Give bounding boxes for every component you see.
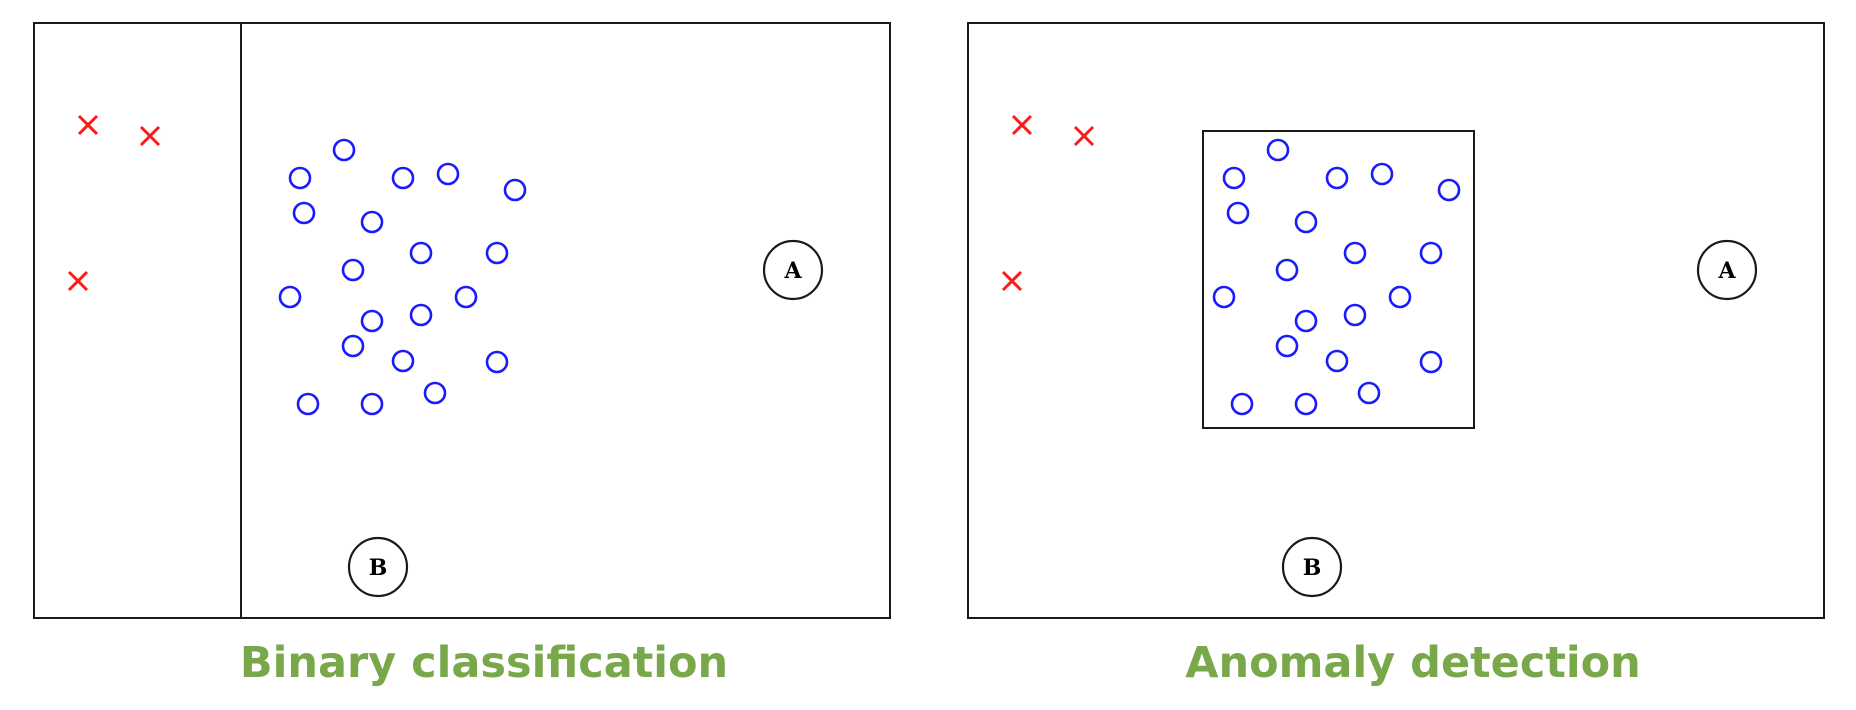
normal-point-circle — [409, 241, 433, 265]
query-point-b: B — [1281, 536, 1343, 598]
anomaly-cross-mark — [77, 114, 99, 136]
anomaly-cross-mark — [1073, 125, 1095, 147]
normal-point-circle — [341, 334, 365, 358]
normal-point-circle — [1437, 178, 1461, 202]
normal-point-circle — [1419, 350, 1443, 374]
normal-point-circle — [278, 285, 302, 309]
anomaly-detection-panel: AB — [967, 22, 1825, 619]
normal-point-circle — [423, 381, 447, 405]
normal-point-circle — [1266, 138, 1290, 162]
normal-point-circle — [292, 201, 316, 225]
normal-point-circle — [436, 162, 460, 186]
normal-point-circle — [296, 392, 320, 416]
anomaly-cross-mark — [1011, 114, 1033, 136]
normal-point-circle — [1370, 162, 1394, 186]
normal-point-circle — [1357, 381, 1381, 405]
normal-point-circle — [485, 241, 509, 265]
normal-point-circle — [1294, 392, 1318, 416]
normal-point-circle — [1325, 349, 1349, 373]
normal-point-circle — [341, 258, 365, 282]
normal-point-circle — [485, 350, 509, 374]
normal-point-circle — [454, 285, 478, 309]
query-point-a: A — [1696, 239, 1758, 301]
anomaly-cross-mark — [1001, 270, 1023, 292]
binary-classification-panel: AB — [33, 22, 891, 619]
normal-point-circle — [1230, 392, 1254, 416]
normal-point-circle — [391, 166, 415, 190]
normal-point-circle — [1294, 309, 1318, 333]
query-point-label: B — [369, 555, 388, 581]
anomaly-cross-mark — [67, 270, 89, 292]
panel-frame — [967, 22, 1825, 619]
normal-point-circle — [1275, 258, 1299, 282]
query-point-label: B — [1303, 555, 1322, 581]
normal-region-box — [1202, 130, 1475, 429]
normal-point-circle — [1419, 241, 1443, 265]
normal-point-circle — [409, 303, 433, 327]
normal-point-circle — [1388, 285, 1412, 309]
normal-point-circle — [1212, 285, 1236, 309]
normal-point-circle — [1275, 334, 1299, 358]
normal-point-circle — [288, 166, 312, 190]
binary-classification-caption: Binary classification — [239, 638, 729, 688]
normal-point-circle — [1294, 210, 1318, 234]
panel-frame — [33, 22, 891, 619]
normal-point-circle — [360, 392, 384, 416]
normal-point-circle — [360, 309, 384, 333]
query-point-label: A — [783, 258, 802, 284]
query-point-b: B — [347, 536, 409, 598]
normal-point-circle — [1325, 166, 1349, 190]
query-point-a: A — [762, 239, 824, 301]
query-point-label: A — [1717, 258, 1736, 284]
normal-point-circle — [1226, 201, 1250, 225]
normal-point-circle — [391, 349, 415, 373]
normal-point-circle — [503, 178, 527, 202]
normal-point-circle — [360, 210, 384, 234]
normal-point-circle — [332, 138, 356, 162]
normal-point-circle — [1222, 166, 1246, 190]
normal-point-circle — [1343, 241, 1367, 265]
normal-point-circle — [1343, 303, 1367, 327]
anomaly-cross-mark — [139, 125, 161, 147]
anomaly-detection-caption: Anomaly detection — [1185, 638, 1641, 688]
